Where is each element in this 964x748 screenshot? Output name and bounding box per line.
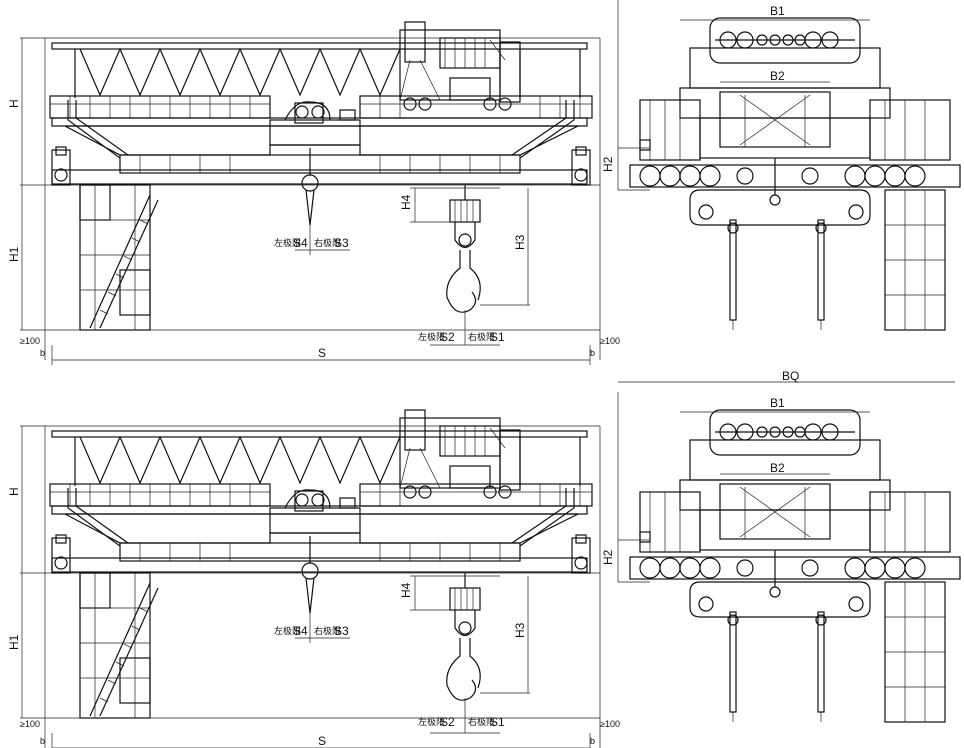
side-view-bottom	[19, 409, 601, 748]
annotation-limit-left-aux-bottom: 左极限	[274, 625, 301, 636]
label-H3-top: H3	[513, 234, 527, 250]
label-H4-bottom: H4	[399, 582, 413, 598]
label-H2-top: H2	[601, 156, 615, 172]
label-B1-top: B1	[770, 4, 785, 18]
label-S2-bottom: S2	[440, 715, 455, 729]
annotation-limit-left-aux-top: 左极限	[274, 237, 301, 248]
label-H1-bottom: H1	[7, 634, 21, 650]
label-S3-top: S3	[334, 236, 349, 250]
annotation-limit-left-main-bottom: 左极限	[418, 716, 445, 727]
side-view-top	[19, 21, 601, 366]
label-S4-top: S4	[293, 236, 308, 250]
label-H-bottom: H	[7, 487, 21, 496]
label-b-right-bottom: b	[590, 736, 595, 746]
label-offset-right-bottom: ≥100	[600, 719, 620, 729]
end-view-bottom	[617, 392, 961, 723]
label-BQ: BQ	[782, 369, 799, 383]
label-H1-top: H1	[7, 246, 21, 262]
label-b-right-top: b	[590, 348, 595, 358]
label-S2-top: S2	[440, 330, 455, 344]
label-H3-bottom: H3	[513, 622, 527, 638]
label-S3-bottom: S3	[334, 624, 349, 638]
label-S4-bottom: S4	[293, 624, 308, 638]
label-S1-top: S1	[490, 330, 505, 344]
label-S1-bottom: S1	[490, 715, 505, 729]
label-S-bottom: S	[318, 734, 326, 748]
label-B2-bottom: B2	[770, 461, 785, 475]
label-S-top: S	[318, 346, 326, 360]
end-view-top	[617, 0, 961, 331]
label-offset-left-top: ≥100	[20, 336, 40, 346]
label-H2-bottom: H2	[601, 549, 615, 565]
label-B2-top: B2	[770, 69, 785, 83]
annotation-limit-right-aux-top: 右极限	[314, 237, 341, 248]
label-offset-left-bottom: ≥100	[20, 719, 40, 729]
annotation-limit-left-main-top: 左极限	[418, 331, 445, 342]
label-H-top: H	[7, 99, 21, 108]
annotation-limit-right-aux-bottom: 右极限	[314, 625, 341, 636]
label-H4-top: H4	[399, 194, 413, 210]
annotation-limit-right-main-top: 右极限	[468, 331, 495, 342]
label-b-left-bottom: b	[40, 736, 45, 746]
label-offset-right-top: ≥100	[600, 336, 620, 346]
label-b-left-top: b	[40, 348, 45, 358]
label-B1-bottom: B1	[770, 396, 785, 410]
annotation-limit-right-main-bottom: 右极限	[468, 716, 495, 727]
